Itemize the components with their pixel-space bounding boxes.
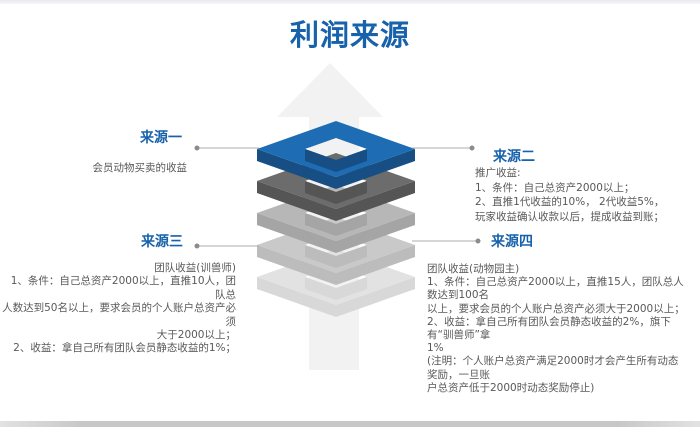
layer-5-lightest-gray-rim-left bbox=[257, 277, 336, 317]
source-four-label: 来源四 bbox=[491, 234, 533, 250]
layer-1-blue-rim-right bbox=[336, 149, 415, 189]
source-three-label: 来源三 bbox=[141, 234, 183, 250]
layer-3-gray-inner-wall-left bbox=[305, 213, 336, 236]
source-one-connector-dot bbox=[194, 145, 200, 151]
layer-5-lightest-gray-inner-wall-right bbox=[336, 277, 367, 300]
page-title: 利润来源 bbox=[289, 18, 410, 52]
layer-1-blue-inner-wall-left bbox=[305, 149, 336, 172]
source-two-connector-dot bbox=[469, 145, 475, 151]
layer-2-dark-gray-inner-wall-right bbox=[336, 181, 367, 204]
layer-4-light-gray-inner-wall-right bbox=[336, 245, 367, 268]
layer-3-gray-rim-left bbox=[257, 213, 336, 253]
layer-2-dark-gray-inner-wall-left bbox=[305, 181, 336, 204]
layer-1-blue-top-face bbox=[257, 121, 415, 177]
source-four-desc: 团队收益(动物园主) 1、条件：自己总资产2000以上，直推15人，团队总人数达… bbox=[427, 263, 685, 394]
source-one-label: 来源一 bbox=[140, 130, 182, 146]
layer-5-lightest-gray-rim-right bbox=[336, 277, 415, 317]
source-two-label: 来源二 bbox=[493, 149, 535, 165]
source-three-connector-dot bbox=[194, 243, 200, 249]
layer-3-gray-inner-wall-right bbox=[336, 213, 367, 236]
slide-top-border bbox=[0, 0, 700, 4]
source-one-desc: 会员动物买卖的收益 bbox=[92, 162, 188, 174]
layer-4-light-gray-rim-left bbox=[257, 245, 336, 285]
slide-bottom-border bbox=[0, 421, 700, 427]
layer-2-dark-gray-rim-left bbox=[257, 181, 336, 221]
layer-2-dark-gray-rim-right bbox=[336, 181, 415, 221]
source-three-desc: 团队收益(训兽师) 1、条件：自己总资产2000以上，直推10人，团队总 人数达… bbox=[2, 262, 236, 355]
layer-4-light-gray-rim-right bbox=[336, 245, 415, 285]
layer-5-lightest-gray-inner-wall-left bbox=[305, 277, 336, 300]
source-four-connector-dot bbox=[475, 238, 481, 244]
source-two-desc: 推广收益: 1、条件：自己总资产2000以上； 2、直推1代收益的10%， 2代… bbox=[475, 167, 665, 223]
layer-3-gray-rim-right bbox=[336, 213, 415, 253]
layer-1-blue-inner-wall-right bbox=[336, 149, 367, 172]
layer-4-light-gray-inner-wall-left bbox=[305, 245, 336, 268]
layer-1-blue-rim-left bbox=[257, 149, 336, 189]
